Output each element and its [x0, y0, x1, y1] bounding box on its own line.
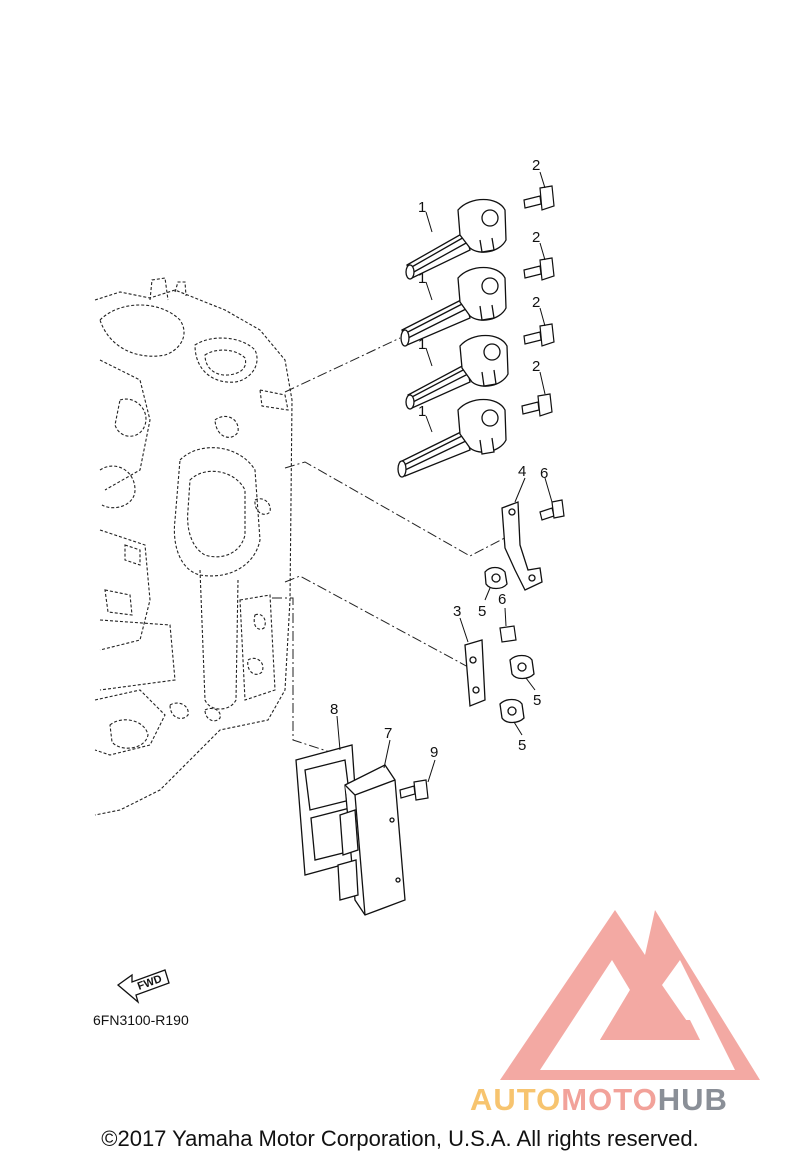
- callout-6a: 6: [540, 465, 548, 482]
- callout-5a: 5: [478, 603, 486, 620]
- callout-2d: 2: [532, 358, 540, 375]
- clamp-5a: [484, 566, 508, 590]
- bracket-3: [464, 639, 486, 707]
- part-code: 6FN3100-R190: [93, 1012, 189, 1028]
- screw-6a: [539, 499, 565, 521]
- callout-5b: 5: [533, 692, 541, 709]
- watermark-brand: AUTOMOTOHUB: [470, 1082, 728, 1118]
- copyright-notice: ©2017 Yamaha Motor Corporation, U.S.A. A…: [101, 1126, 699, 1151]
- ignition-coil-3: [405, 334, 509, 410]
- callout-3: 3: [453, 603, 461, 620]
- callout-2b: 2: [532, 229, 540, 246]
- callout-1a: 1: [418, 199, 426, 216]
- clamp-5b: [509, 654, 535, 680]
- automotohub-logo-icon: [500, 910, 760, 1080]
- ecu-7: [337, 764, 406, 916]
- ignition-coil-1: [405, 198, 507, 280]
- callout-2c: 2: [532, 294, 540, 311]
- callout-2a: 2: [532, 157, 540, 174]
- ignition-coil-4: [397, 398, 507, 478]
- bolt-9: [399, 779, 429, 801]
- callout-4: 4: [518, 463, 526, 480]
- brand-word-auto: AUTO: [470, 1082, 562, 1117]
- callout-1c: 1: [418, 336, 426, 353]
- callout-5c: 5: [518, 737, 526, 754]
- callout-7: 7: [384, 725, 392, 742]
- callout-6b: 6: [498, 591, 506, 608]
- callouts: 1 1 1 1 2 2 2 2 3 4 5 5 5 6 6 7 8 9: [330, 157, 548, 761]
- bolt-2a: [523, 185, 555, 211]
- bolt-2d: [521, 393, 553, 417]
- callout-9: 9: [430, 744, 438, 761]
- leader-lines: [272, 337, 521, 753]
- callout-8: 8: [330, 701, 338, 718]
- engine-block: [94, 277, 293, 816]
- callout-1b: 1: [418, 270, 426, 287]
- screw-6b: [499, 625, 517, 643]
- bracket-4: [501, 501, 543, 591]
- brand-word-moto: MOTO: [561, 1082, 658, 1117]
- callout-leaders: [336, 171, 553, 783]
- brand-word-hub: HUB: [657, 1082, 728, 1117]
- bolt-2b: [523, 257, 555, 281]
- ignition-coil-2: [400, 266, 507, 347]
- callout-1d: 1: [418, 403, 426, 420]
- fwd-arrow-icon: FWD: [116, 969, 170, 1004]
- clamp-5c: [499, 698, 525, 724]
- bolt-2c: [523, 323, 555, 347]
